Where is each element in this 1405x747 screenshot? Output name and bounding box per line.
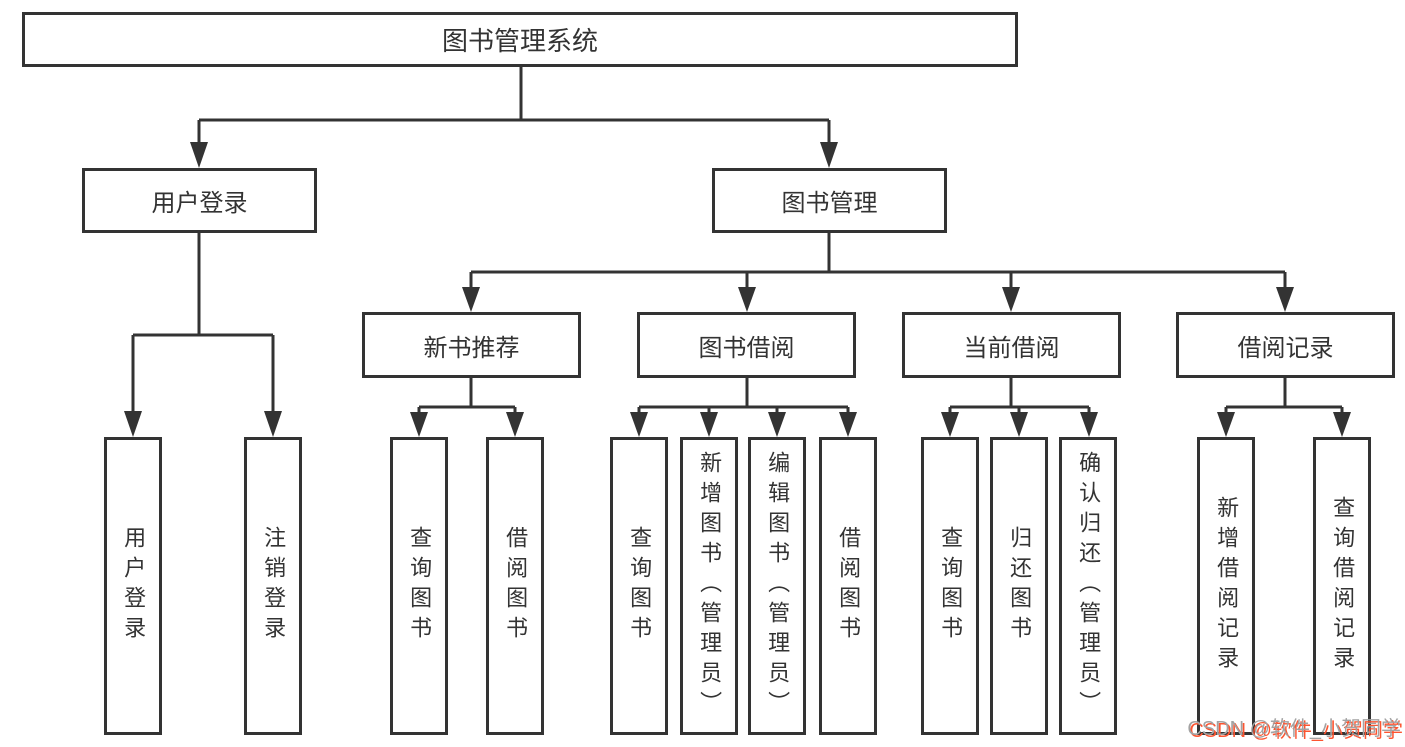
- arrowhead: [506, 412, 524, 437]
- arrowhead: [410, 412, 428, 437]
- arrowhead: [190, 142, 208, 168]
- leaf-current-return-book: 归还图书: [990, 437, 1048, 735]
- connector-root: [197, 67, 831, 144]
- arrowhead: [941, 412, 959, 437]
- connector-book-borrow: [637, 378, 850, 413]
- leaf-current-confirm-return-admin: 确认归还（管理员）: [1059, 437, 1117, 735]
- leaf-current-query-book-label: 查询图书: [938, 526, 964, 646]
- arrowhead: [124, 411, 142, 437]
- leaf-user-login: 用户登录: [104, 437, 162, 735]
- leaf-recommend-borrow-book-label: 借阅图书: [503, 526, 529, 646]
- leaf-borrow-borrow-book: 借阅图书: [819, 437, 877, 735]
- connector-current-borrow: [948, 378, 1091, 413]
- leaf-borrow-edit-book-admin-label: 编辑图书（管理员）: [765, 451, 791, 721]
- leaf-borrow-add-book-admin-label: 新增图书（管理员）: [697, 451, 723, 721]
- leaf-borrow-query-book: 查询图书: [610, 437, 668, 735]
- leaf-borrow-borrow-book-label: 借阅图书: [836, 526, 862, 646]
- leaf-records-query-record-label: 查询借阅记录: [1330, 496, 1356, 676]
- node-user-login-group: 用户登录: [82, 168, 317, 233]
- leaf-recommend-borrow-book: 借阅图书: [486, 437, 544, 735]
- node-root: 图书管理系统: [22, 12, 1018, 67]
- leaf-records-query-record: 查询借阅记录: [1313, 437, 1371, 735]
- arrowhead: [1333, 412, 1351, 437]
- node-root-label: 图书管理系统: [441, 26, 598, 56]
- leaf-user-login-label: 用户登录: [121, 526, 147, 646]
- arrowhead: [1010, 412, 1028, 437]
- node-borrow-records-label: 借阅记录: [1237, 334, 1334, 362]
- leaf-logout: 注销登录: [244, 437, 302, 735]
- leaf-current-confirm-return-admin-label: 确认归还（管理员）: [1076, 451, 1102, 721]
- leaf-records-add-record-label: 新增借阅记录: [1214, 496, 1240, 676]
- leaf-recommend-query-book-label: 查询图书: [407, 526, 433, 646]
- node-current-borrow-label: 当前借阅: [963, 334, 1060, 362]
- connector-book-mgmt: [469, 233, 1287, 289]
- arrowhead: [462, 287, 480, 312]
- leaf-current-query-book: 查询图书: [921, 437, 979, 735]
- node-current-borrow: 当前借阅: [902, 312, 1121, 378]
- arrowhead: [1002, 287, 1020, 312]
- leaf-borrow-add-book-admin: 新增图书（管理员）: [680, 437, 738, 735]
- arrowhead: [1276, 287, 1294, 312]
- leaf-borrow-edit-book-admin: 编辑图书（管理员）: [748, 437, 806, 735]
- arrowhead: [1080, 412, 1098, 437]
- arrowhead: [768, 412, 786, 437]
- arrowhead: [738, 287, 756, 312]
- arrowhead: [630, 412, 648, 437]
- node-new-book-recommend-label: 新书推荐: [423, 334, 520, 362]
- arrowhead: [700, 412, 718, 437]
- node-book-borrow-label: 图书借阅: [698, 334, 795, 362]
- leaf-borrow-query-book-label: 查询图书: [627, 526, 653, 646]
- connector-new-book: [417, 378, 517, 413]
- leaf-logout-label: 注销登录: [261, 526, 287, 646]
- connector-borrow-records: [1224, 378, 1344, 413]
- csdn-watermark: CSDN @软件_小贺同学: [1187, 718, 1401, 740]
- node-new-book-recommend: 新书推荐: [362, 312, 581, 378]
- arrowhead: [820, 142, 838, 168]
- node-book-mgmt: 图书管理: [712, 168, 947, 233]
- leaf-recommend-query-book: 查询图书: [390, 437, 448, 735]
- node-borrow-records: 借阅记录: [1176, 312, 1395, 378]
- node-book-mgmt-label: 图书管理: [781, 190, 878, 217]
- arrowhead: [1217, 412, 1235, 437]
- node-book-borrow: 图书借阅: [637, 312, 856, 378]
- leaf-records-add-record: 新增借阅记录: [1197, 437, 1255, 735]
- node-user-login-group-label: 用户登录: [151, 190, 248, 217]
- connector-user-login: [131, 233, 275, 413]
- arrowhead: [264, 411, 282, 437]
- leaf-current-return-book-label: 归还图书: [1007, 526, 1033, 646]
- arrowhead: [839, 412, 857, 437]
